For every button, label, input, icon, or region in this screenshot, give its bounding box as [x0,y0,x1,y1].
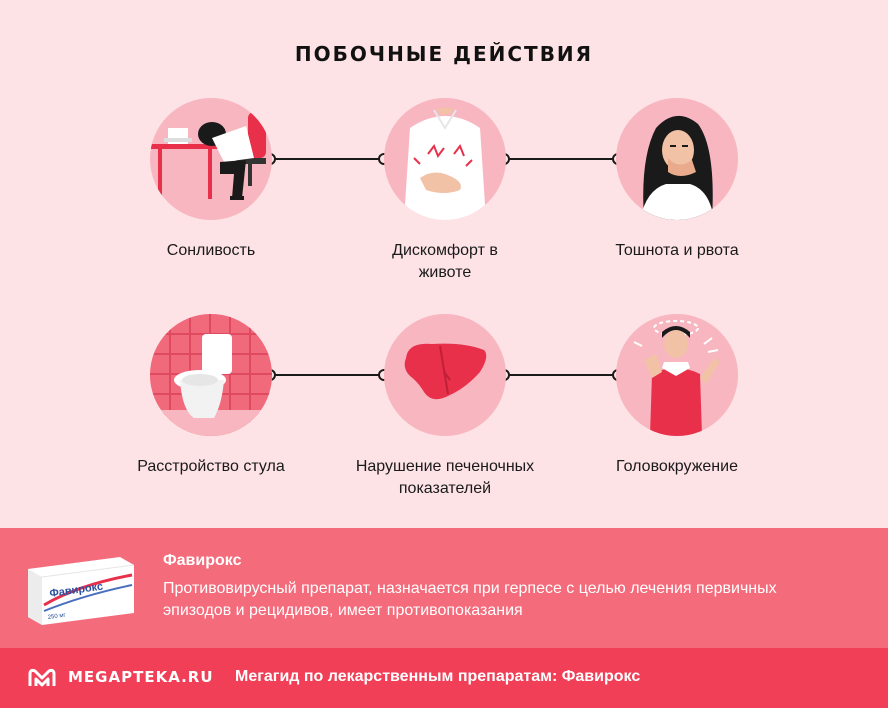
product-name: Фавирокс [163,552,242,569]
side-effect-label: Сонливость [166,242,256,259]
infographic-main: ПОБОЧНЫЕ ДЕЙСТВИЯ [137,42,739,497]
connector-line [504,374,618,376]
connector-line [270,158,384,160]
product-description: Противовирусный препарат, назначается пр… [163,580,777,619]
megapteka-logo-text[interactable]: MEGAPTEKA.RU [68,668,214,686]
dizzy-person-icon [616,314,738,436]
side-effect-label: Расстройство стула [137,458,285,475]
connector-line [504,158,618,160]
footer-caption: Мегагид по лекарственным препаратам: Фав… [235,668,641,685]
side-effect-label: Головокружение [616,458,738,475]
liver-icon [384,314,506,436]
side-effect-label: Тошнота и рвота [615,242,739,259]
sleepy-person-icon [150,98,272,220]
megapteka-logo-icon[interactable] [28,666,56,690]
product-pack-image: Фавирокс 250 мг [28,555,135,625]
toilet-icon [150,314,272,436]
footer-band: MEGAPTEKA.RU Мегагид по лекарственным пр… [0,648,888,708]
product-band: Фавирокс 250 мг Фавирокс Противовирусный… [0,528,888,648]
nausea-icon [616,98,738,220]
side-effect-label: Нарушение печеночных показателей [355,458,535,497]
connector-line [270,374,384,376]
pack-dose-text: 250 мг [47,612,66,621]
side-effect-label: Дискомфорт в животе [392,242,498,281]
stomach-pain-icon [384,98,506,220]
page-title: ПОБОЧНЫЕ ДЕЙСТВИЯ [294,42,594,66]
